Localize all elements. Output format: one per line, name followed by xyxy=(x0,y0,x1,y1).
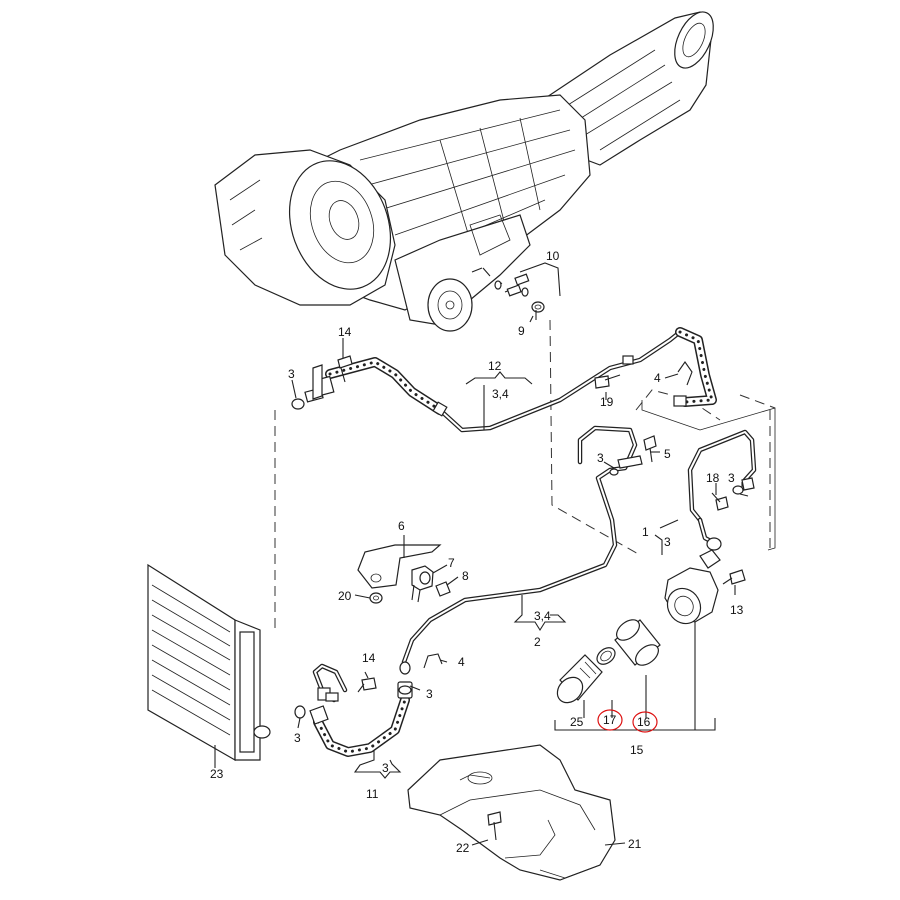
label-18: 18 xyxy=(706,471,720,485)
label-22: 22 xyxy=(456,841,470,855)
highlight-circle-16 xyxy=(632,711,658,733)
label-9: 9 xyxy=(518,324,525,338)
filter-assembly-15 xyxy=(554,549,721,731)
label-4-lower: 4 xyxy=(458,655,465,669)
label-15: 15 xyxy=(630,743,644,757)
label-20: 20 xyxy=(338,589,352,603)
lower-cooler-line-11 xyxy=(294,653,443,757)
label-3-lower-left: 3 xyxy=(294,731,301,745)
label-3-lower-right: 3 xyxy=(426,687,433,701)
label-3-4-upper: 3,4 xyxy=(492,387,509,401)
label-10: 10 xyxy=(546,249,560,263)
bracket-6-assembly xyxy=(357,544,451,604)
label-3-right: 3 xyxy=(728,471,735,485)
label-13: 13 xyxy=(730,603,744,617)
label-3-mid: 3 xyxy=(597,451,604,465)
label-19: 19 xyxy=(600,395,614,409)
cooler-radiator-23 xyxy=(147,563,271,768)
label-17: 17 xyxy=(603,713,617,727)
label-3-4-lower: 3,4 xyxy=(534,609,551,623)
label-23: 23 xyxy=(210,767,224,781)
highlight-circle-17 xyxy=(597,709,623,731)
label-2: 2 xyxy=(534,635,541,649)
label-12: 12 xyxy=(488,359,502,373)
highlight-markers xyxy=(597,709,658,733)
plug-and-seal-parts xyxy=(471,262,561,323)
label-1: 1 xyxy=(642,525,649,539)
label-25: 25 xyxy=(570,715,584,729)
heat-shield-21 xyxy=(407,744,626,881)
label-3-upper-left: 3 xyxy=(288,367,295,381)
label-3-line11: 3 xyxy=(382,761,389,775)
label-4-upper: 4 xyxy=(654,371,661,385)
label-14-upper: 14 xyxy=(338,325,352,339)
line-1-assembly xyxy=(401,425,757,665)
label-8: 8 xyxy=(462,569,469,583)
label-6: 6 xyxy=(398,519,405,533)
label-7: 7 xyxy=(448,556,455,570)
leader-lines xyxy=(291,310,743,846)
label-5: 5 xyxy=(664,447,671,461)
label-16: 16 xyxy=(637,715,651,729)
corner-box-outline xyxy=(641,400,776,551)
label-11: 11 xyxy=(366,787,379,801)
leader-dashed-lines xyxy=(274,319,776,630)
transmission-illustration xyxy=(214,11,714,332)
part-number-labels: 14 3 12 3,4 10 9 4 19 3 5 18 3 1 3 13 6 … xyxy=(210,249,744,855)
label-21: 21 xyxy=(628,837,642,851)
upper-cooler-line-12 xyxy=(291,327,717,433)
label-3-line1: 3 xyxy=(664,535,671,549)
label-14-lower: 14 xyxy=(362,651,376,665)
